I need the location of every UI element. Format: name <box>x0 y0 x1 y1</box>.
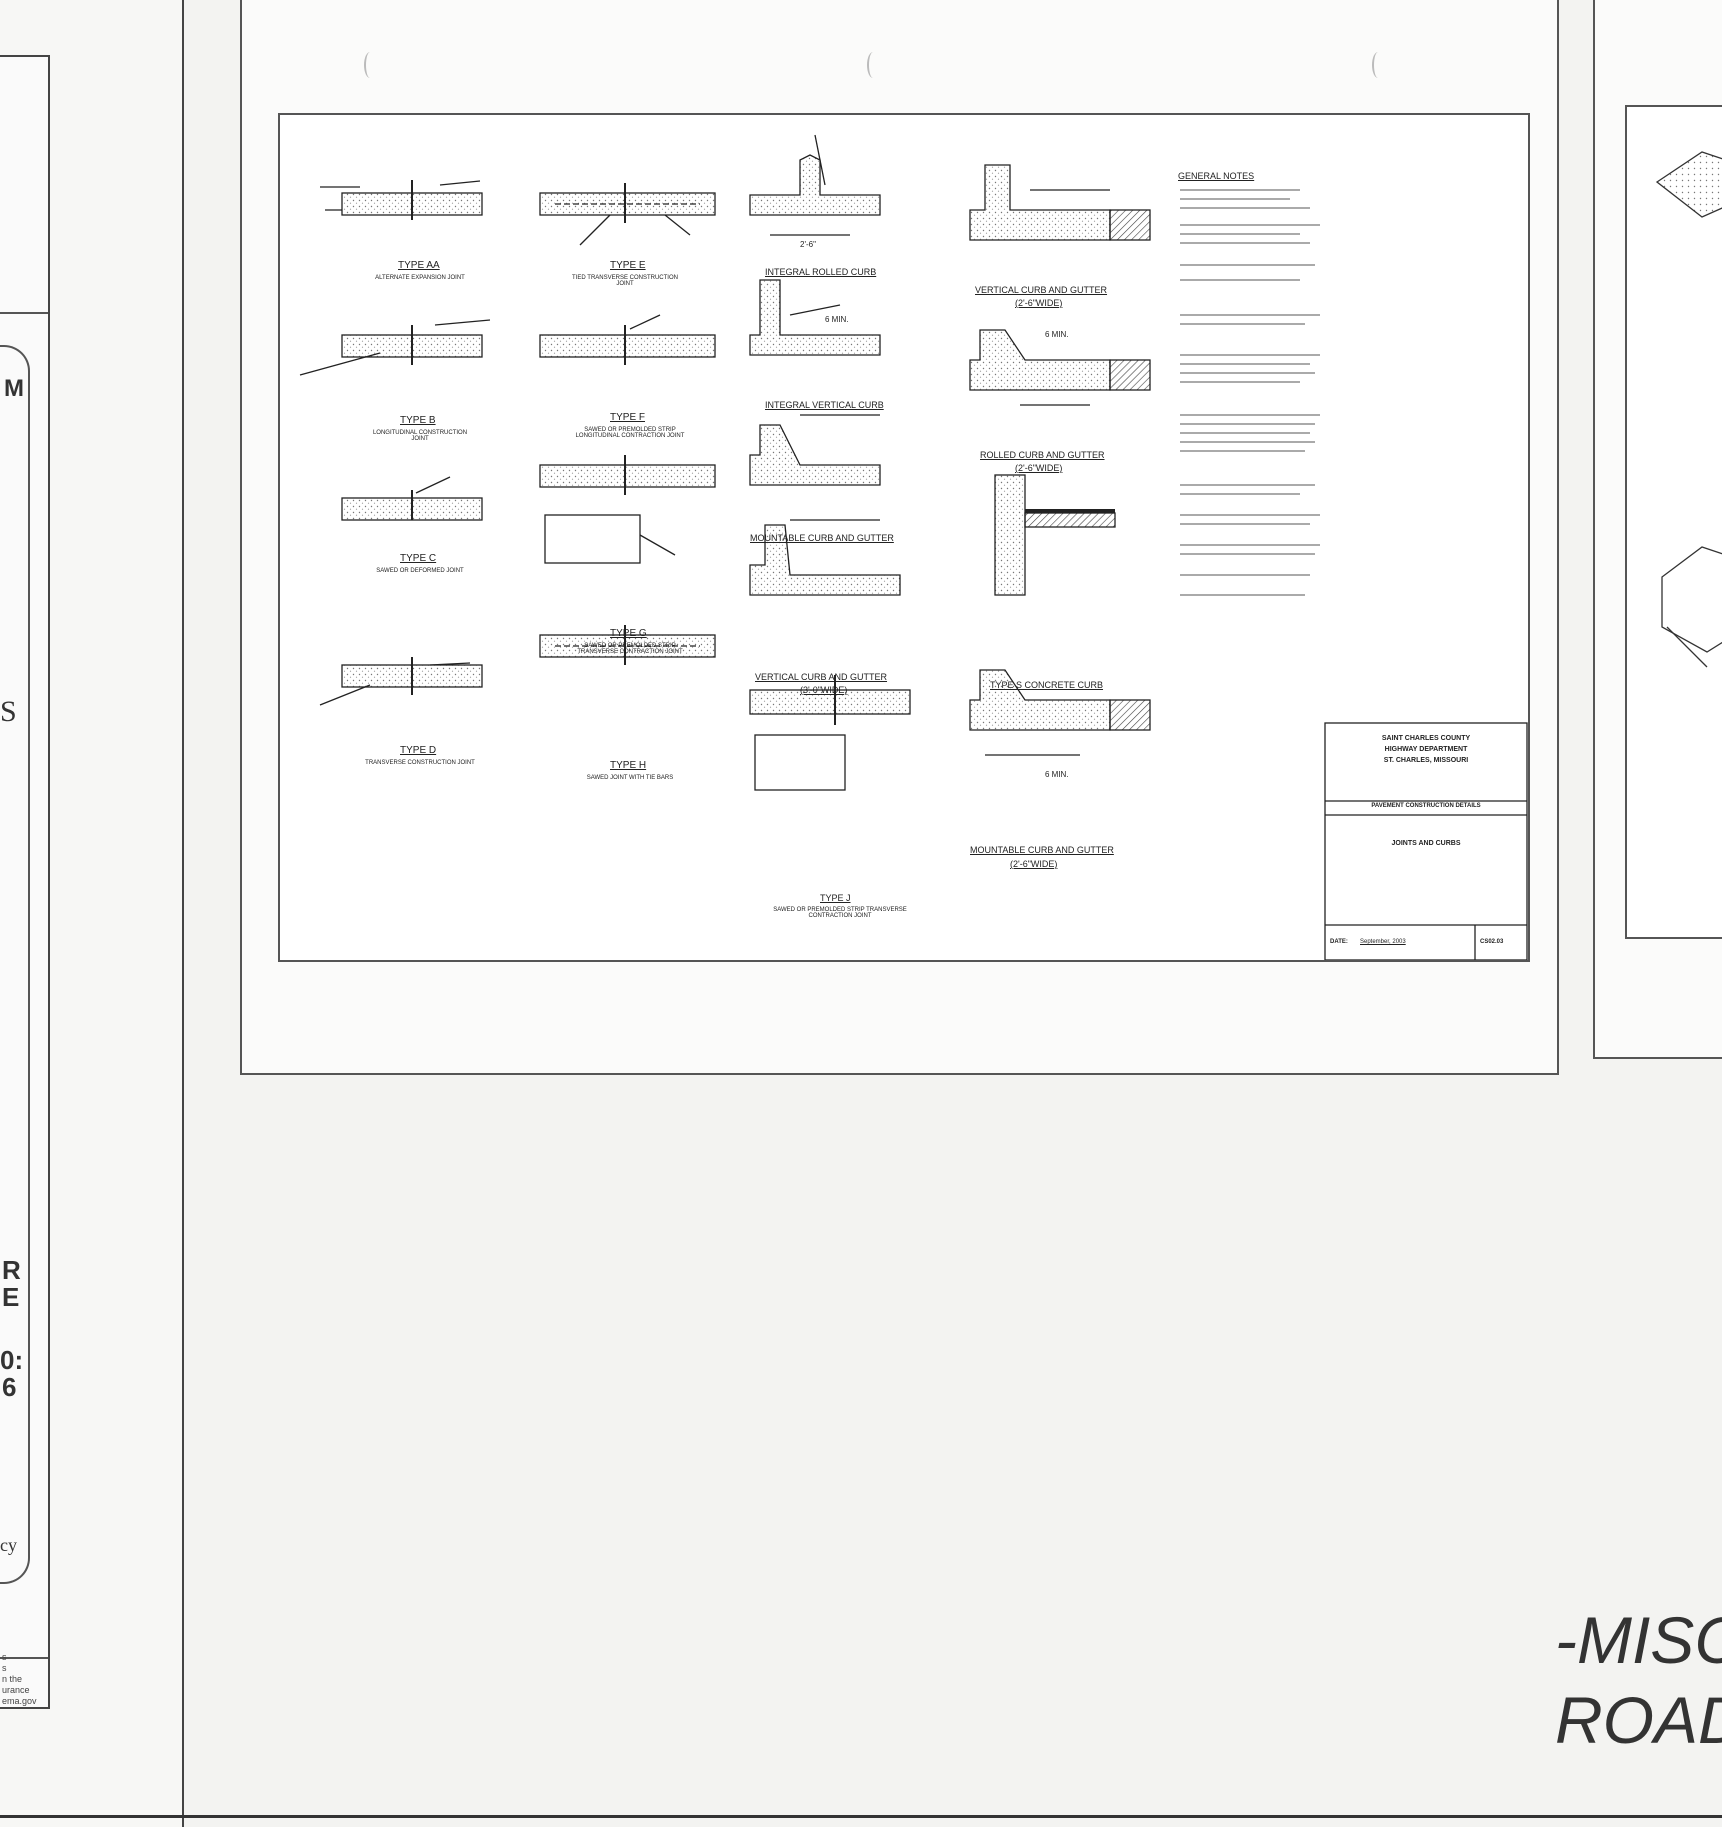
curb-width: (2'-6"WIDE) <box>1015 463 1063 473</box>
left-fragment: cy <box>0 1535 17 1555</box>
left-divider <box>0 1657 48 1659</box>
title-block-agency: SAINT CHARLES COUNTY HIGHWAY DEPARTMENT … <box>1381 735 1471 764</box>
left-fragment: E <box>2 1282 20 1312</box>
joint-type-aa <box>320 180 483 220</box>
joint-title: TYPE F <box>610 412 646 423</box>
sheet-heading: -MISC ROAD <box>1555 1603 1722 1757</box>
left-fragment: S <box>0 695 17 728</box>
left-fragment: 0: <box>0 1345 24 1375</box>
joint-subtitle: SAWED OR PREMOLDED STRIP TRANSVERSE CONT… <box>773 907 907 919</box>
type-j-joint <box>749 675 911 791</box>
right-partial-drawing <box>1625 105 1722 939</box>
curb-label: MOUNTABLE CURB AND GUTTER <box>750 533 894 543</box>
binder-hole <box>867 52 879 78</box>
title-block-drawing-number: CS02.03 <box>1480 939 1504 945</box>
drawing-canvas <box>299 134 1528 960</box>
left-footer-text: s s n the urance ema.gov <box>2 1652 37 1706</box>
construction-drawing: TYPE AA ALTERNATE EXPANSION JOINT TYPE B… <box>278 113 1530 962</box>
joint-type-h <box>539 625 716 665</box>
dimension-label: 6 MIN. <box>1045 770 1069 779</box>
joint-title: TYPE D <box>400 745 437 756</box>
binder-hole <box>364 52 376 78</box>
curb-label: VERTICAL CURB AND GUTTER <box>755 672 888 682</box>
joint-title: TYPE E <box>610 260 646 271</box>
joint-subtitle: ALTERNATE EXPANSION JOINT <box>375 275 465 281</box>
joint-title: TYPE AA <box>398 260 440 271</box>
joint-title: TYPE H <box>610 760 647 771</box>
integral-rolled-curb <box>749 134 881 236</box>
left-fragment: R <box>2 1255 21 1285</box>
type-s-concrete-curb <box>994 474 1116 596</box>
general-notes-lines <box>1180 189 1320 596</box>
left-title-block-frame <box>0 55 50 1709</box>
curb-label: INTEGRAL VERTICAL CURB <box>765 400 884 410</box>
joint-title: TYPE C <box>400 553 437 564</box>
title-block-date-label: DATE: <box>1330 939 1348 945</box>
curb-label: MOUNTABLE CURB AND GUTTER <box>970 845 1114 855</box>
general-notes-title: GENERAL NOTES <box>1178 171 1255 181</box>
vertical-curb-gutter-2 <box>969 164 1151 241</box>
joint-type-d <box>319 657 483 706</box>
binder-hole <box>1372 52 1384 78</box>
curb-width: (2'-6"WIDE) <box>1015 298 1063 308</box>
dimension-label: 6 MIN. <box>1045 330 1069 339</box>
joint-subtitle: SAWED OR PREMOLDED STRIP TRANSVERSE CONT… <box>577 643 683 655</box>
mountable-curb <box>749 414 881 486</box>
curb-label: VERTICAL CURB AND GUTTER <box>975 285 1108 295</box>
joint-type-b <box>299 319 491 376</box>
curb-width: (2'-6"WIDE) <box>1010 859 1058 869</box>
title-block-frame <box>1324 722 1528 960</box>
bottom-rule <box>0 1815 1722 1818</box>
dimension-label: 2'-6" <box>800 240 816 249</box>
integral-vertical-curb <box>749 279 881 356</box>
title-block-date: September, 2003 <box>1360 939 1406 945</box>
rolled-curb-gutter <box>969 329 1151 406</box>
curb-label: INTEGRAL ROLLED CURB <box>765 267 877 277</box>
title-block-subject: PAVEMENT CONSTRUCTION DETAILS <box>1371 803 1481 809</box>
curb-width: (3'-0"WIDE) <box>800 685 848 695</box>
title-block-sheet-title: JOINTS AND CURBS <box>1391 840 1461 847</box>
joint-type-c <box>341 476 483 521</box>
joint-type-g <box>539 455 716 564</box>
joint-subtitle: LONGITUDINAL CONSTRUCTION JOINT <box>372 430 468 442</box>
joint-title: TYPE B <box>400 415 436 426</box>
joint-subtitle: SAWED OR DEFORMED JOINT <box>376 568 464 574</box>
left-fragment: 6 <box>2 1372 17 1402</box>
dimension-label: 6 MIN. <box>825 315 849 324</box>
joint-title: TYPE J <box>820 893 851 903</box>
mountable-curb-gutter-2 <box>969 669 1151 756</box>
left-divider <box>0 312 48 314</box>
left-fragment: M <box>4 375 24 402</box>
right-drawing-canvas <box>1655 151 1722 668</box>
joint-type-e <box>539 183 716 246</box>
vertical-curb-gutter-3 <box>749 519 901 596</box>
curb-label: TYPE S CONCRETE CURB <box>990 680 1104 690</box>
joint-subtitle: SAWED OR PREMOLDED STRIP LONGITUDINAL CO… <box>575 427 685 439</box>
curb-label: ROLLED CURB AND GUTTER <box>980 450 1105 460</box>
joint-subtitle: TIED TRANSVERSE CONSTRUCTION JOINT <box>572 275 678 287</box>
joint-subtitle: TRANSVERSE CONSTRUCTION JOINT <box>365 760 475 766</box>
joint-subtitle: SAWED JOINT WITH TIE BARS <box>586 775 674 781</box>
joint-title: TYPE G <box>610 628 647 639</box>
joint-type-f <box>539 314 716 365</box>
